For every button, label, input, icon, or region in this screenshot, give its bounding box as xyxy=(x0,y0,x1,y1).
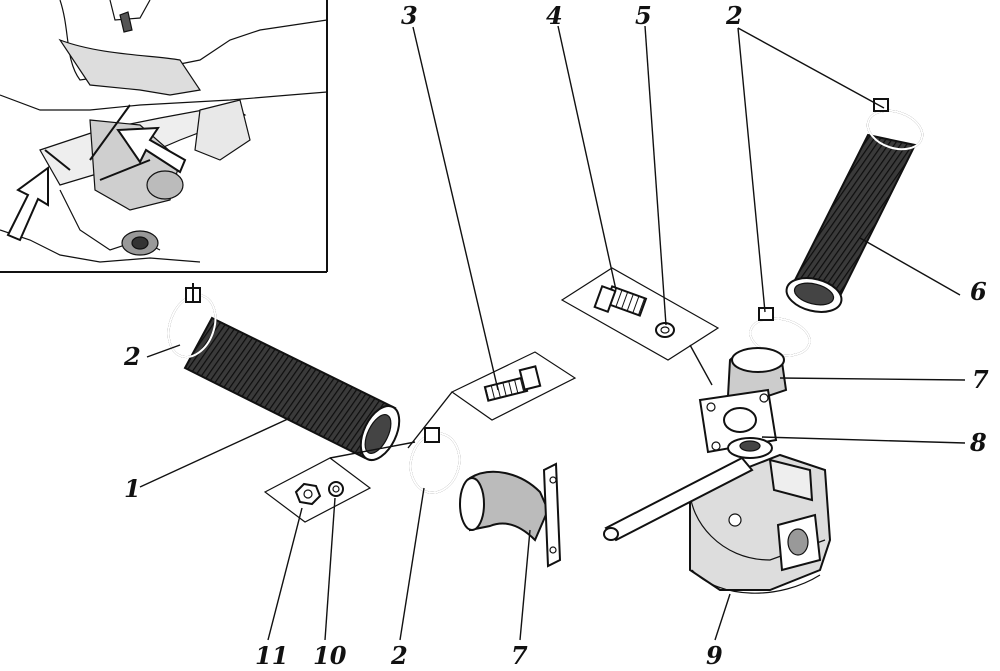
nut-washer-callout xyxy=(263,441,416,523)
label-hose-1: 1 xyxy=(124,474,141,503)
label-elbow-7-right: 7 xyxy=(972,365,989,394)
hose-6 xyxy=(785,133,917,313)
plug-washer-callout xyxy=(560,267,720,386)
inset-vehicle-view xyxy=(0,0,328,273)
label-washer-10: 10 xyxy=(313,641,347,670)
label-clamp-2-bottom: 2 xyxy=(390,641,408,670)
label-clamp-2-top: 2 xyxy=(725,1,743,30)
leader-lines xyxy=(139,25,966,641)
label-valve-8: 8 xyxy=(969,428,987,457)
label-washer-5: 5 xyxy=(635,1,652,30)
label-elbow-7-bottom: 7 xyxy=(511,641,528,670)
clamp-2-top xyxy=(866,98,924,151)
label-bolt-3: 3 xyxy=(401,1,418,30)
clamp-2-left xyxy=(167,283,217,358)
bolt-3-callout xyxy=(407,351,577,449)
label-clamp-2-left: 2 xyxy=(123,342,141,371)
elbow-7-bottom xyxy=(459,462,562,568)
clamp-2-bottom xyxy=(409,427,461,494)
label-nut-11: 11 xyxy=(255,641,288,670)
hose-1 xyxy=(183,316,401,461)
label-plug-4: 4 xyxy=(546,1,563,30)
valve-assembly xyxy=(603,347,832,594)
label-hose-6: 6 xyxy=(970,277,987,306)
label-body-9: 9 xyxy=(706,641,723,670)
